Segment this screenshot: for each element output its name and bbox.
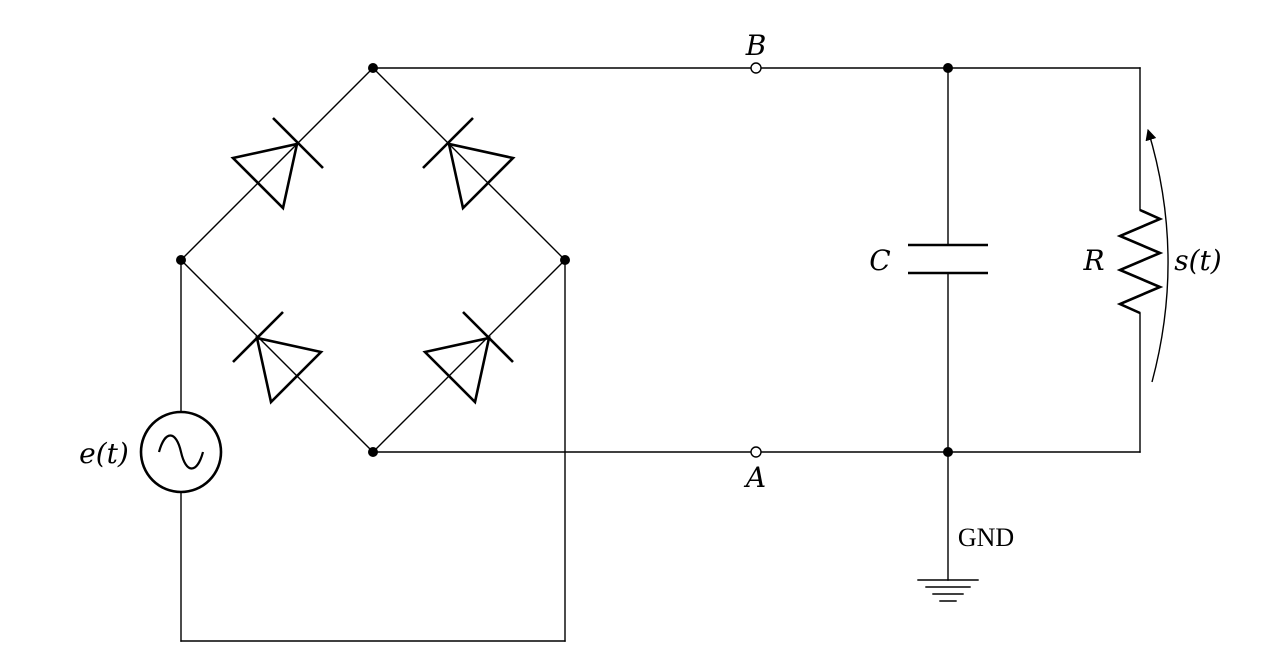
diode-bottom-left — [232, 311, 324, 405]
diode-top-right — [422, 117, 516, 211]
output-rails — [372, 67, 1141, 453]
ground-label: GND — [958, 523, 1014, 552]
terminal-a-label: A — [743, 461, 766, 494]
bridge-wires — [180, 67, 566, 453]
ground-symbol — [917, 451, 979, 602]
output-voltage-label: s(t) — [1174, 244, 1221, 277]
capacitor — [908, 67, 988, 453]
terminal-a — [750, 446, 762, 458]
diode-bottom-right — [422, 311, 514, 405]
capacitor-label: C — [869, 244, 890, 277]
terminal-b-label: B — [745, 29, 767, 62]
source-loop-wires — [180, 259, 566, 642]
ac-source — [139, 410, 223, 494]
resistor — [1116, 67, 1164, 453]
junction-nodes — [176, 63, 953, 457]
terminal-b — [750, 62, 762, 74]
resistor-label: R — [1082, 244, 1104, 277]
source-label: e(t) — [79, 437, 129, 470]
diode-top-left — [230, 117, 324, 211]
sine-wave-icon — [157, 434, 205, 470]
voltage-arrow — [1145, 128, 1169, 383]
